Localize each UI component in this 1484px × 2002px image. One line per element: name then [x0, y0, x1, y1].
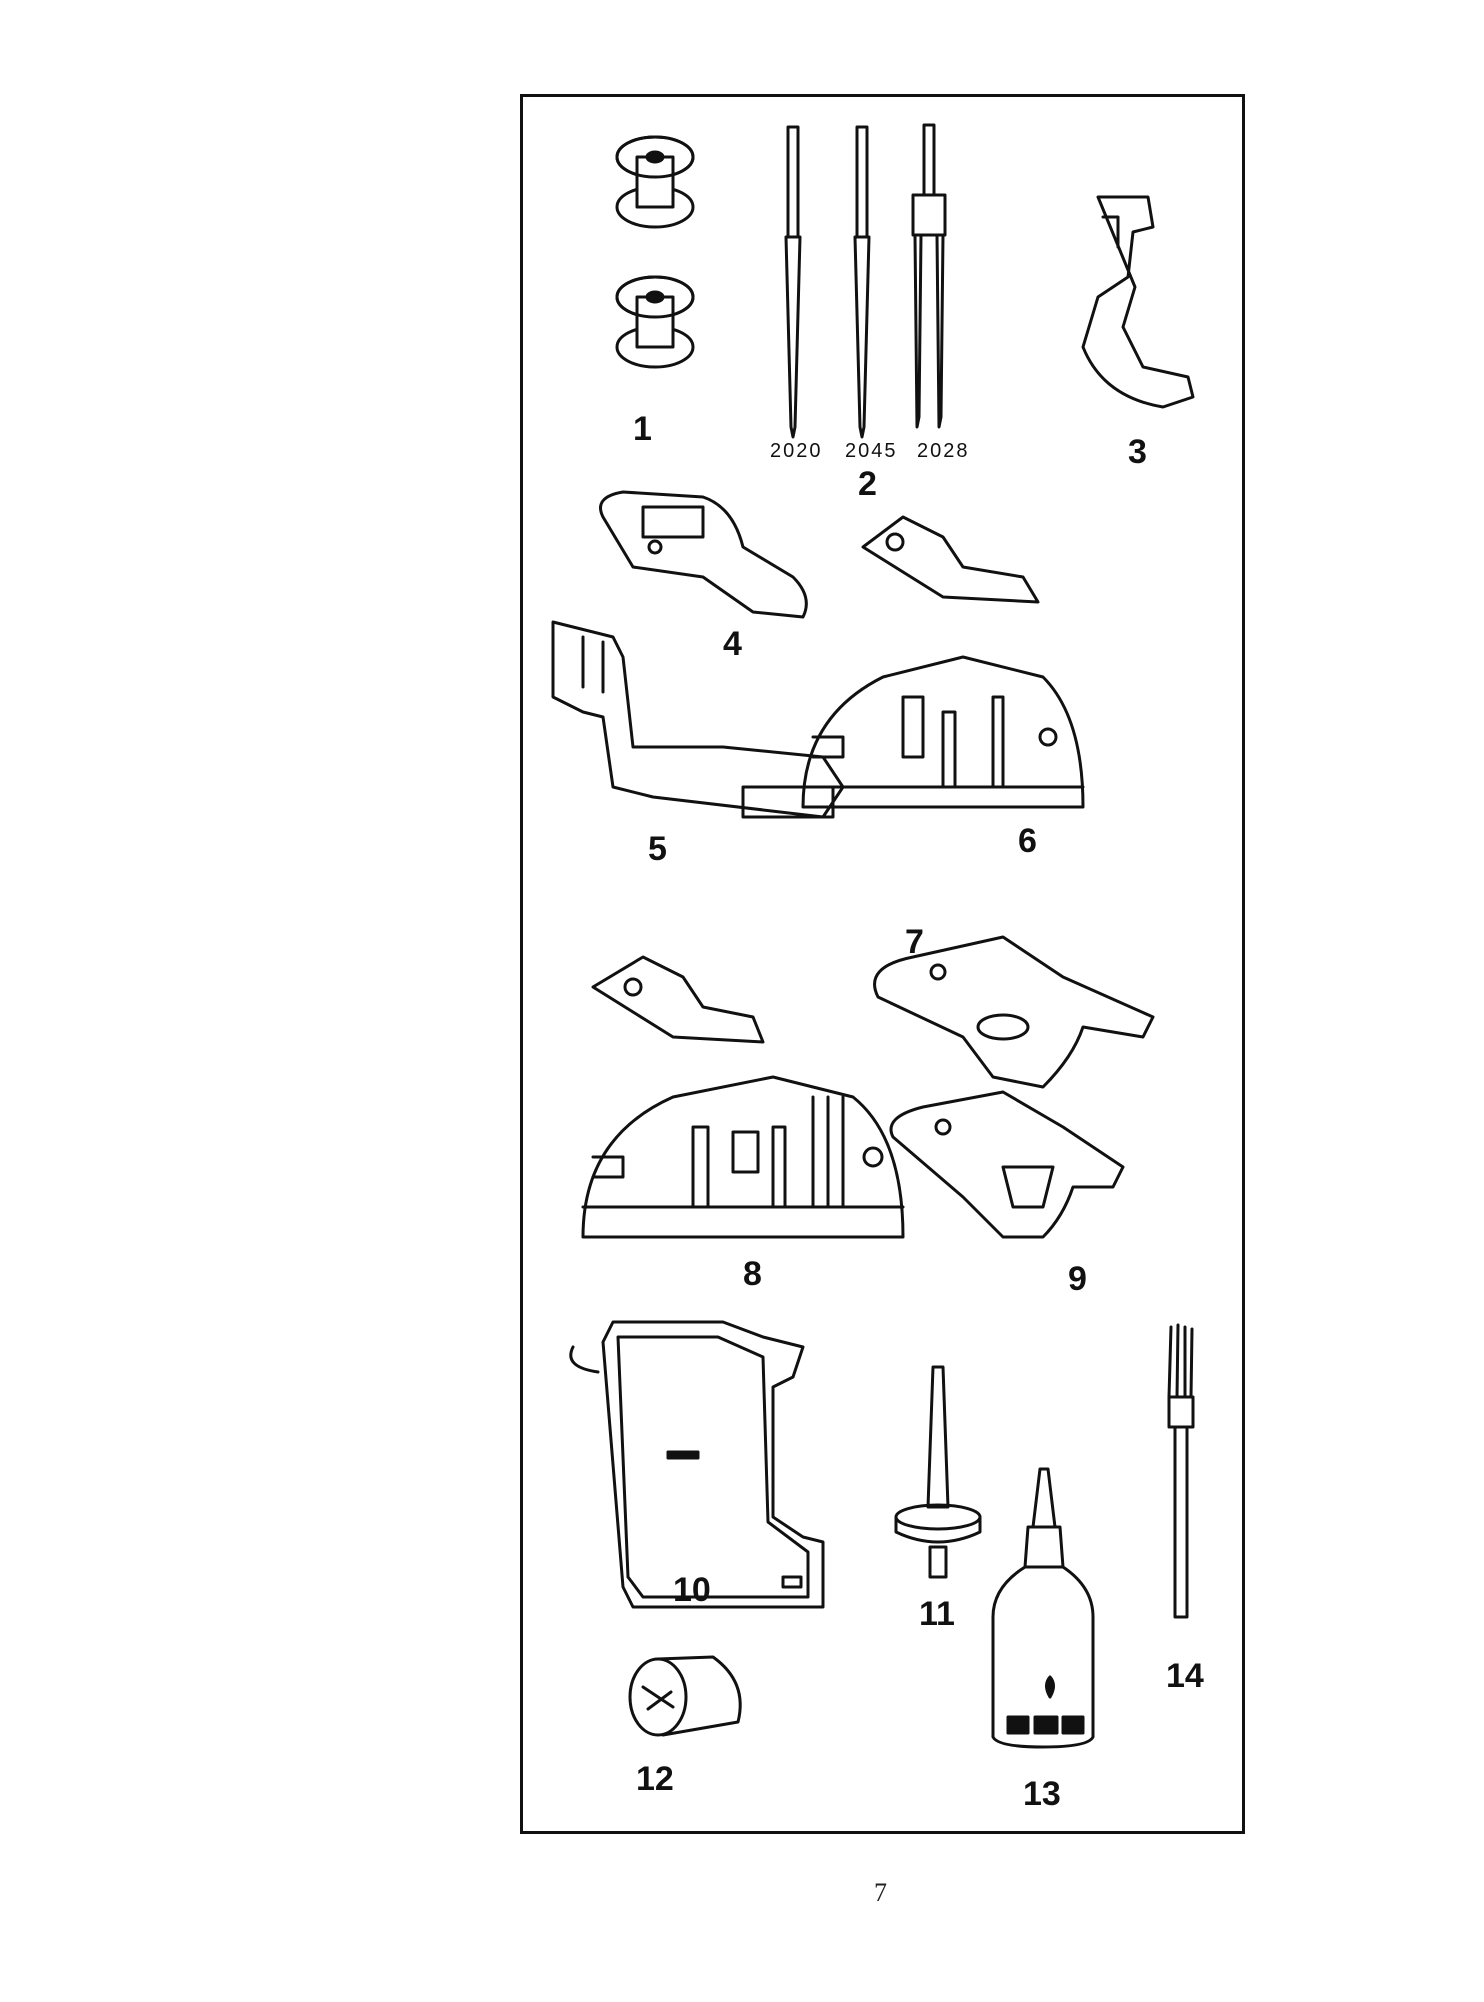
needle-code-2045: 2045: [845, 440, 898, 462]
zipper-foot-illustration: [1081, 195, 1195, 409]
spool-cap-illustration: [628, 1655, 742, 1737]
part-number-9: 9: [1068, 1260, 1087, 1298]
needle-illustration: [784, 123, 947, 439]
part-number-14: 14: [1166, 1657, 1204, 1695]
accessories-illustration: [551, 123, 1195, 1749]
straight-stitch-plate-illustration: [801, 515, 1085, 809]
part-number-3: 3: [1128, 433, 1147, 471]
needle-code-2020: 2020: [770, 440, 823, 462]
part-number-10: 10: [673, 1571, 711, 1609]
zigzag-plate-illustration: [581, 955, 905, 1239]
page-number: 7: [874, 1878, 887, 1907]
part-number-8: 8: [743, 1255, 762, 1293]
needle-code-2028: 2028: [917, 440, 970, 462]
part-number-13: 13: [1023, 1775, 1061, 1813]
darning-plate-illustration: [569, 1320, 825, 1609]
oil-bottle-illustration: [991, 1467, 1095, 1749]
part-number-6: 6: [1018, 822, 1037, 860]
satin-foot-illustration: [889, 1090, 1125, 1239]
part-number-11: 11: [919, 1595, 955, 1633]
part-number-1: 1: [633, 410, 652, 448]
brush-illustration: [1167, 1323, 1195, 1619]
seam-guide-illustration: [551, 620, 845, 819]
bobbin-illustration: [615, 135, 695, 369]
part-number-5: 5: [648, 830, 667, 868]
part-number-7: 7: [905, 923, 924, 961]
part-number-12: 12: [636, 1760, 674, 1798]
part-number-4: 4: [723, 625, 742, 663]
buttonhole-foot-illustration: [599, 490, 808, 619]
part-number-2: 2: [858, 465, 877, 503]
accessories-figure-frame: 1 2020 2045 2028 2 3 4 5 6 7 8 9 10 11 1…: [520, 94, 1245, 1834]
spool-pin-illustration: [894, 1365, 982, 1579]
zigzag-foot-illustration: [873, 935, 1155, 1089]
